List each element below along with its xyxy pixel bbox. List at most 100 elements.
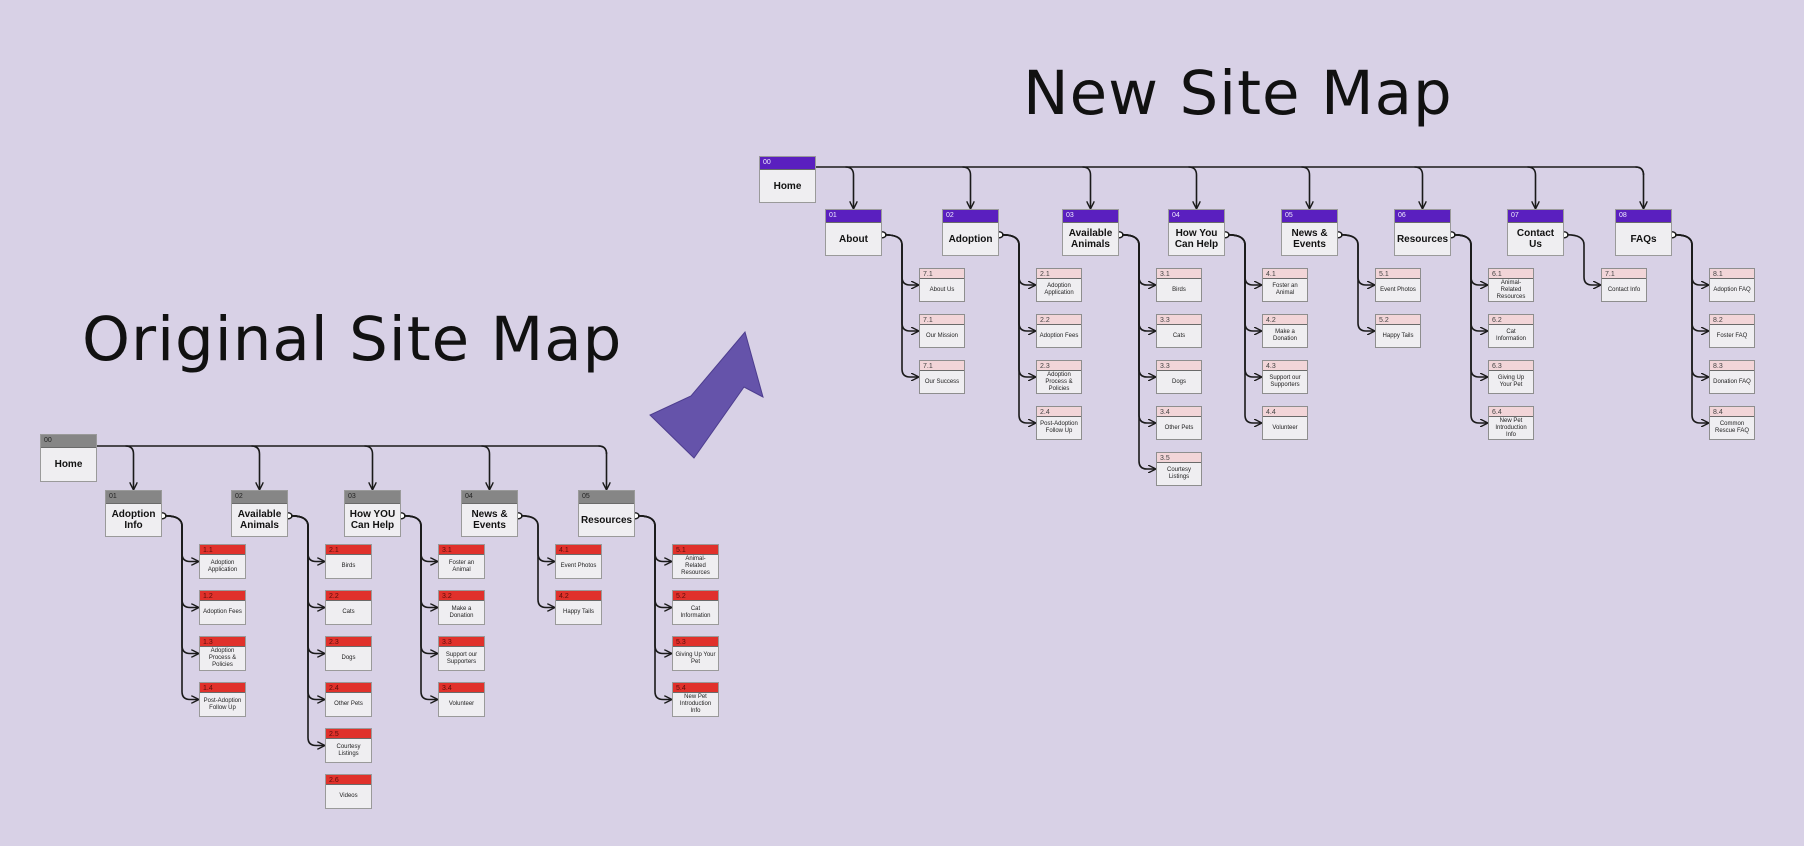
node-number-header: 3.2 [439,591,484,601]
node-label: Cats [1172,332,1186,339]
node-label: Post-Adoption Follow Up [1040,421,1078,434]
node-label: Event Photos [560,563,597,569]
node-label: Birds [1172,286,1186,293]
node-number-header: 2.4 [1037,407,1081,417]
connector-line [1453,234,1487,423]
node-number: 7.1 [923,363,933,370]
node-number-header: 7.1 [1602,269,1646,279]
node-number-header: 8.2 [1710,315,1754,325]
node-label: Common Rescue FAQ [1714,421,1749,434]
node-number: 2.3 [1040,363,1050,370]
node-label: Foster an Animal [448,559,475,573]
node-number-header: 1.2 [200,591,245,601]
connector-line [637,515,671,700]
node-number-header: 2.6 [326,775,371,785]
connector-line [1674,234,1708,423]
node-number: 2.2 [1040,317,1050,324]
node-number-header: 3.5 [1157,453,1201,463]
node-number: 5.2 [676,593,686,600]
node-number-header: 3.3 [439,637,484,647]
node-label: Foster FAQ [1716,332,1748,339]
node-number-header: 2.2 [1037,315,1081,325]
node-number: 3.5 [1160,455,1170,462]
node-number-header: 05 [1282,210,1337,223]
node-label: Happy Tails [1382,332,1414,339]
node-label: Happy Tails [563,609,594,615]
node-number: 6.1 [1492,271,1502,278]
node-number: 3.2 [442,593,452,600]
node-number: 4.2 [1266,317,1276,324]
node-number: 4.1 [559,547,569,554]
connector-line [1227,234,1261,423]
node-number-header: 2.5 [326,729,371,739]
node-label: About Us [929,286,955,293]
node-label: Courtesy Listings [336,743,361,757]
node-number: 2.4 [1040,409,1050,416]
node-label: Adoption [948,233,993,245]
node-number: 1.2 [203,593,213,600]
node-label: Foster an Animal [1272,283,1298,296]
node-number-header: 05 [579,491,634,504]
node-number: 01 [829,212,837,219]
node-number-header: 07 [1508,210,1563,223]
node-number-header: 6.2 [1489,315,1533,325]
node-number-header: 1.4 [200,683,245,693]
node-number-header: 08 [1616,210,1671,223]
node-number: 05 [582,493,590,500]
node-number-header: 2.4 [326,683,371,693]
node-label: Giving Up Your Pet [1497,375,1525,388]
node-number-header: 6.4 [1489,407,1533,417]
node-number-header: 8.4 [1710,407,1754,417]
connector-line [125,445,134,489]
node-label: Home [773,180,802,192]
node-number-header: 8.1 [1710,269,1754,279]
node-number-header: 3.3 [1157,361,1201,371]
node-number-header: 4.3 [1263,361,1307,371]
node-label: Animal-Related Resources [1496,279,1526,300]
node-number-header: 4.1 [1263,269,1307,279]
node-number: 05 [1285,212,1293,219]
node-label: Videos [339,793,358,799]
node-number: 3.3 [1160,363,1170,370]
node-label: Courtesy Listings [1166,467,1191,480]
connector-line [364,445,373,489]
node-number: 3.3 [442,639,452,646]
node-number: 08 [1619,212,1627,219]
node-number: 2.3 [329,639,339,646]
connector-line [1566,234,1600,285]
node-label: Resources [1396,233,1449,245]
node-number-header: 01 [826,210,881,223]
node-number-header: 2.3 [1037,361,1081,371]
node-number: 6.3 [1492,363,1502,370]
node-number: 00 [763,159,771,166]
node-number: 3.1 [442,547,452,554]
node-number: 3.3 [1160,317,1170,324]
connector-line [884,234,918,377]
node-number: 02 [946,212,954,219]
node-label: Adoption Fees [203,609,242,615]
